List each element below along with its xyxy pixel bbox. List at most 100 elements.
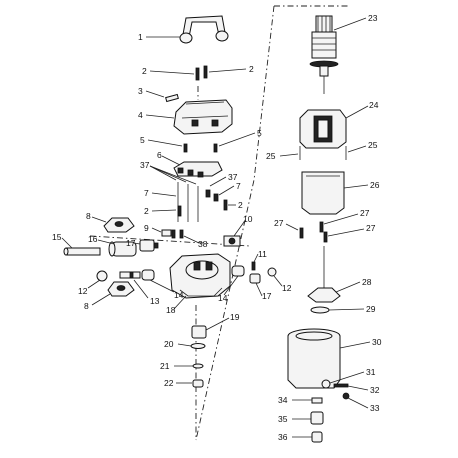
callout-12: 12 xyxy=(78,286,88,296)
callout-15: 15 xyxy=(52,232,62,242)
leader-17b xyxy=(255,282,263,297)
callout-9: 9 xyxy=(144,223,149,233)
callout-20: 20 xyxy=(164,339,174,349)
callout-17: 17 xyxy=(126,238,136,248)
leader-3 xyxy=(145,90,165,98)
part-26-motor-frame xyxy=(301,171,345,215)
callout-34: 34 xyxy=(278,395,288,405)
leader-17a xyxy=(133,242,141,245)
leader-6 xyxy=(161,155,181,166)
leader-26 xyxy=(343,184,369,189)
leader-7a xyxy=(151,192,177,197)
part-28-fan-shaft xyxy=(307,246,341,303)
part-11-pin xyxy=(251,261,256,271)
leader-7b xyxy=(218,185,235,196)
callout-37: 37 xyxy=(228,172,238,182)
callout-12: 12 xyxy=(282,283,292,293)
callout-8: 8 xyxy=(86,211,91,221)
callout-28: 28 xyxy=(362,277,372,287)
part-1-handle-bracket xyxy=(179,15,229,44)
leader-5b xyxy=(218,132,256,147)
callout-2: 2 xyxy=(249,64,254,74)
callout-26: 26 xyxy=(370,180,380,190)
leader-25a xyxy=(279,153,299,157)
callout-7: 7 xyxy=(144,188,149,198)
leader-20 xyxy=(177,343,192,347)
callout-19: 19 xyxy=(230,312,240,322)
callout-4: 4 xyxy=(138,110,143,120)
leader-29 xyxy=(328,308,365,311)
part-3-pin xyxy=(165,93,179,103)
callout-17: 17 xyxy=(262,291,272,301)
part-14-bushing-left xyxy=(141,269,155,281)
callout-14: 14 xyxy=(174,290,184,300)
part-35-bearing xyxy=(310,411,324,425)
part-20-ring xyxy=(190,343,206,349)
part-2-screw-mid-right xyxy=(223,199,228,211)
leader-11 xyxy=(253,253,259,263)
part-10-switch xyxy=(223,235,241,247)
callout-37: 37 xyxy=(140,160,150,170)
part-23-armature xyxy=(309,15,339,94)
part-21-ring xyxy=(192,363,204,369)
leader-2b xyxy=(208,68,247,73)
callout-5: 5 xyxy=(257,128,262,138)
callout-25: 25 xyxy=(266,151,276,161)
leader-8b xyxy=(91,293,111,306)
callout-27: 27 xyxy=(274,218,284,228)
leader-15 xyxy=(61,237,73,249)
callout-29: 29 xyxy=(366,304,376,314)
leader-10 xyxy=(233,221,245,237)
callout-31: 31 xyxy=(366,367,376,377)
leader-37a-3 xyxy=(149,165,197,185)
part-38-pins xyxy=(171,229,184,239)
leader-27a xyxy=(285,223,299,231)
part-29-washer xyxy=(310,306,330,314)
part-33-nut xyxy=(342,392,350,400)
leader-12b xyxy=(273,275,283,287)
part-5-screw-right xyxy=(213,143,218,153)
part-19-bearing xyxy=(191,325,207,339)
leader-23 xyxy=(333,17,367,31)
leader-4 xyxy=(145,114,175,119)
part-14-bushing-right xyxy=(231,265,245,277)
leader-28 xyxy=(335,281,361,293)
part-30-motor-housing xyxy=(287,328,341,389)
part-27-screw-right-a xyxy=(319,221,324,233)
callout-3: 3 xyxy=(138,86,143,96)
callout-6: 6 xyxy=(157,150,162,160)
callout-labels: 1 2 2 3 4 5 5 6 37 37 7 7 2 2 8 9 10 38 … xyxy=(52,13,382,442)
callout-18: 18 xyxy=(166,305,176,315)
leader-19 xyxy=(205,317,230,331)
callout-35: 35 xyxy=(278,414,288,424)
callout-25: 25 xyxy=(368,140,378,150)
callout-7: 7 xyxy=(236,181,241,191)
part-4-top-cover xyxy=(173,99,233,135)
callout-23: 23 xyxy=(368,13,378,23)
callout-16: 16 xyxy=(88,234,98,244)
part-12-washer-right xyxy=(267,267,277,277)
part-18-gear-housing xyxy=(169,253,231,299)
callout-30: 30 xyxy=(372,337,382,347)
callout-2: 2 xyxy=(142,66,147,76)
part-32-rod xyxy=(333,383,349,388)
leader-24 xyxy=(345,105,369,119)
callout-38: 38 xyxy=(198,239,208,249)
leader-27b xyxy=(323,213,359,225)
part-27-screw-right-b xyxy=(323,231,328,243)
leader-31 xyxy=(329,371,365,384)
callout-36: 36 xyxy=(278,432,288,442)
callout-5: 5 xyxy=(140,135,145,145)
leader-13 xyxy=(133,279,149,299)
part-2-screws-top xyxy=(195,65,208,81)
part-9-nut xyxy=(161,229,172,237)
callout-13: 13 xyxy=(150,296,160,306)
callout-8: 8 xyxy=(84,301,89,311)
leader-32 xyxy=(347,385,369,391)
part-34-spacer xyxy=(311,397,323,404)
callout-22: 22 xyxy=(164,378,174,388)
leader-16 xyxy=(97,239,115,245)
leader-5a xyxy=(147,139,183,147)
part-17-knob-right xyxy=(249,273,261,284)
